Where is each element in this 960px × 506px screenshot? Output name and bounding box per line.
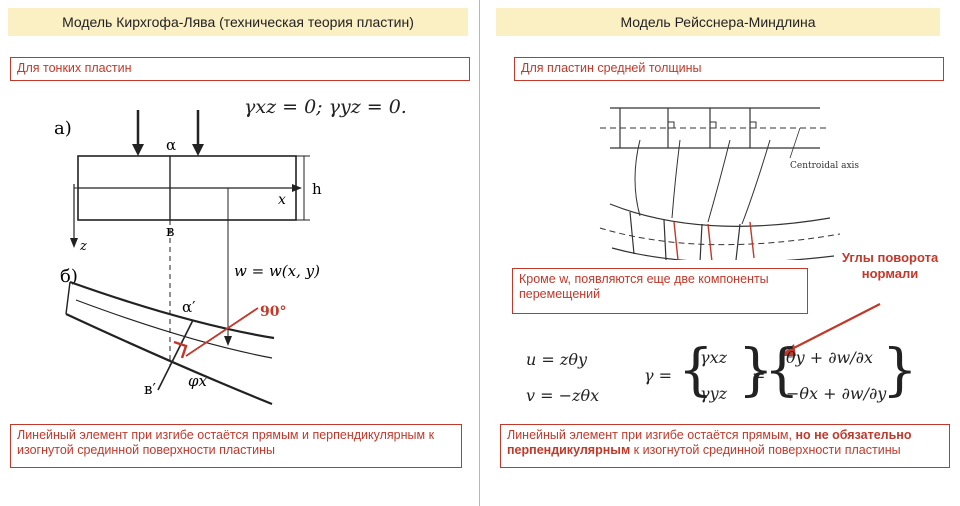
mindlin-diagram: Centroidal axis <box>599 107 859 260</box>
label-x: x <box>278 192 286 208</box>
label-z: z <box>79 239 87 254</box>
label-a: а) <box>54 118 72 139</box>
right-title: Модель Рейсснера-Миндлина <box>620 14 816 30</box>
equation-u: u = zθy <box>526 350 587 369</box>
left-subtitle: Для тонких пластин <box>17 61 132 75</box>
right-note-box: Кроме w, появляются еще две компоненты п… <box>512 268 808 314</box>
right-caption-box: Линейный элемент при изгибе остаётся пря… <box>500 424 950 468</box>
right-title-banner: Модель Рейсснера-Миндлина <box>496 8 940 36</box>
label-beta-prime: в′ <box>144 380 156 398</box>
label-phi: φx <box>188 372 208 390</box>
right-subtitle: Для пластин средней толщины <box>521 61 702 75</box>
centroidal-label: Centroidal axis <box>790 161 859 171</box>
kirchhoff-diagram: а) б) α x h z в w = w(x, y) α′ в′ φx 90° <box>54 110 322 406</box>
label-alpha-prime: α′ <box>182 298 196 316</box>
label-alpha: α <box>166 136 176 154</box>
right-subtitle-box: Для пластин средней толщины <box>514 57 944 81</box>
label-b: б) <box>60 266 78 287</box>
kirchhoff-strain-equation: γxz = 0; γyz = 0. <box>244 96 407 118</box>
left-title-banner: Модель Кирхгофа-Лява (техническая теория… <box>8 8 468 36</box>
right-caption-emphasis: но не обязательно перпендикулярным <box>507 428 912 457</box>
left-title: Модель Кирхгофа-Лява (техническая теория… <box>62 14 414 30</box>
rotation-label: Углы поворота нормали <box>841 250 939 281</box>
equation-v: v = −zθx <box>526 386 600 405</box>
gamma-equation: γ = { γxz γyz } = { θy + ∂w/∂x −θx + ∂w/… <box>644 338 918 403</box>
left-subtitle-box: Для тонких пластин <box>10 57 470 81</box>
right-caption-part1: Линейный элемент при изгибе остаётся пря… <box>507 428 796 442</box>
angle-label: 90° <box>260 304 286 320</box>
label-h: h <box>312 180 322 198</box>
right-caption-part2: к изогнутой срединной поверхности пласти… <box>630 443 901 457</box>
left-caption-box: Линейный элемент при изгибе остаётся пря… <box>10 424 462 468</box>
label-w: w = w(x, y) <box>234 262 320 280</box>
left-caption: Линейный элемент при изгибе остаётся пря… <box>17 428 435 457</box>
rotation-arrow <box>780 303 881 356</box>
panel-divider <box>479 0 480 506</box>
right-note: Кроме w, появляются еще две компоненты п… <box>519 272 769 301</box>
